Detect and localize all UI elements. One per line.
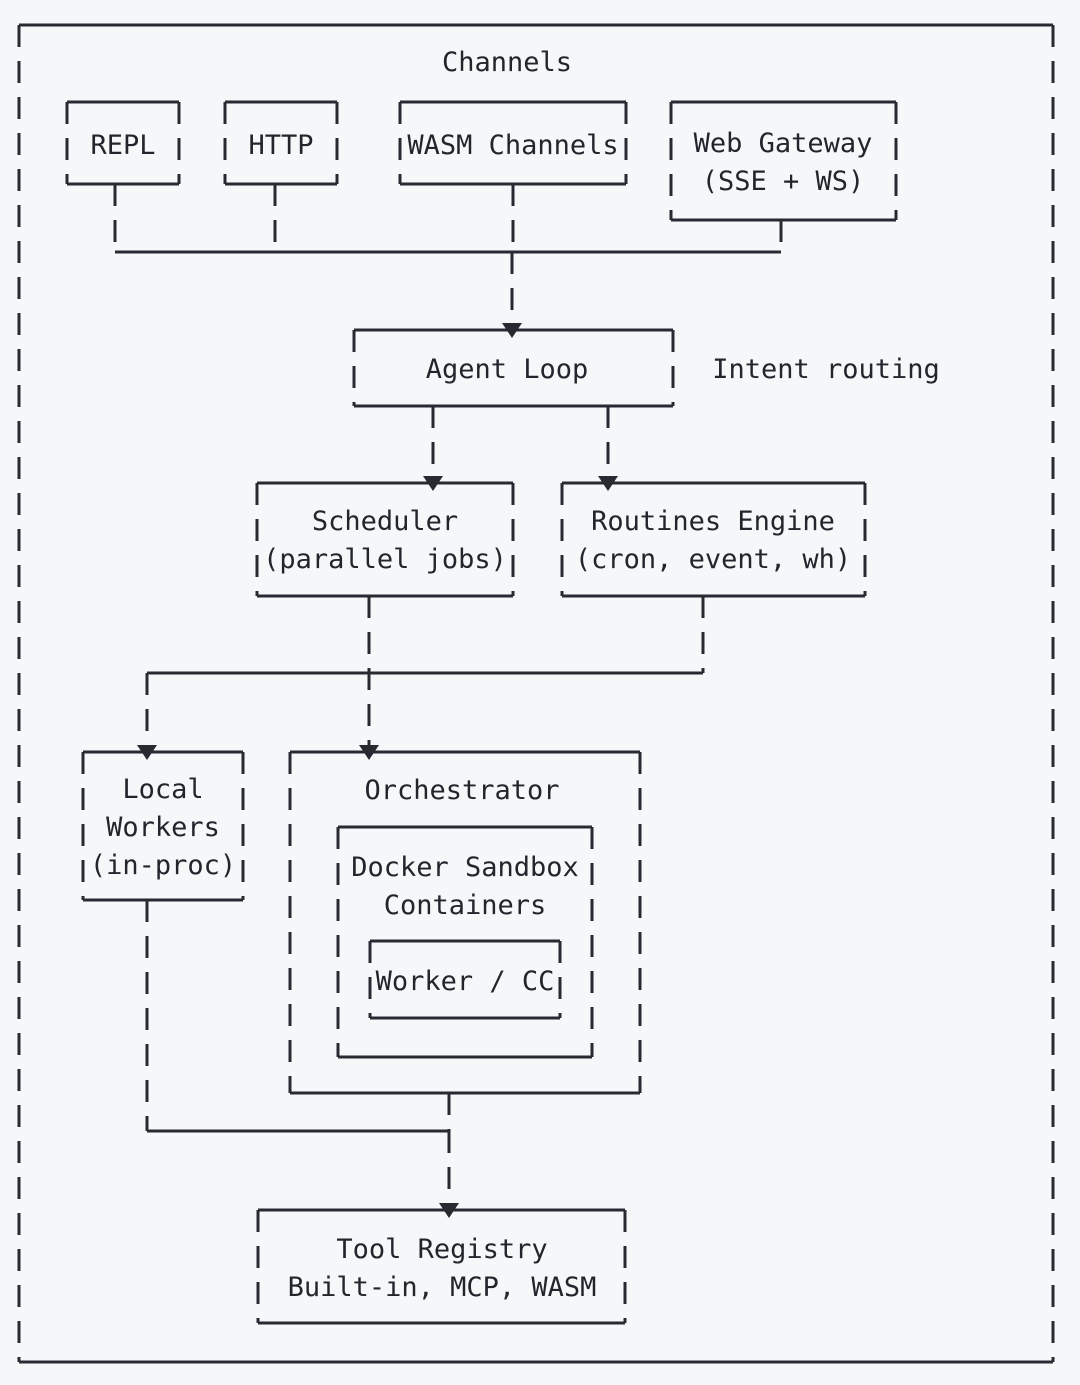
web-gateway-box-border-sides — [669, 102, 898, 220]
tool-registry-box-border-sides — [256, 1210, 627, 1323]
agent-loop-out-connectors — [423, 406, 618, 491]
repl-box-border — [67, 100, 179, 186]
agent-loop-box: Agent Loop — [352, 328, 675, 408]
local-workers-box: Local Workers (in-proc) — [81, 750, 245, 902]
orchestrator-box-border-sides — [288, 752, 642, 1093]
http-box-border — [225, 100, 337, 186]
scheduler-box: Scheduler (parallel jobs) — [255, 481, 515, 598]
docker-sandbox-box: Docker Sandbox Containers — [336, 825, 594, 1059]
routines-engine-label-line1: Routines Engine — [591, 506, 835, 537]
tool-registry-label-line2: Built-in, MCP, WASM — [288, 1272, 597, 1303]
routines-engine-label-line2: (cron, event, wh) — [575, 544, 851, 575]
wasm-channels-box: WASM Channels — [398, 100, 628, 186]
web-gateway-box-border — [671, 100, 896, 222]
worker-cc-box: Worker / CC — [368, 939, 562, 1020]
local-workers-label-line1: Local — [122, 774, 203, 805]
tool-registry-box: Tool Registry Built-in, MCP, WASM — [256, 1208, 627, 1325]
routines-engine-box-border-sides — [560, 483, 867, 596]
diagram-title: Channels — [442, 47, 572, 78]
outer-boundary-horizontals — [19, 23, 1053, 1364]
web-gateway-label-line2: (SSE + WS) — [702, 166, 865, 197]
scheduler-label-line1: Scheduler — [312, 506, 458, 537]
local-workers-label-line3: (in-proc) — [90, 850, 236, 881]
outer-boundary-verticals — [17, 25, 1055, 1362]
scheduler-box-border-sides — [255, 483, 515, 596]
wasm-channels-label: WASM Channels — [407, 130, 618, 161]
local-workers-box-border — [83, 750, 243, 902]
intent-routing-annotation: Intent routing — [712, 354, 940, 385]
docker-sandbox-box-border-sides — [336, 827, 594, 1057]
web-gateway-box: Web Gateway (SSE + WS) — [669, 100, 898, 222]
http-box: HTTP — [223, 100, 339, 186]
routines-engine-box: Routines Engine (cron, event, wh) — [560, 481, 867, 598]
worker-cc-label: Worker / CC — [376, 966, 555, 997]
agent-loop-label: Agent Loop — [426, 354, 589, 385]
orchestrator-box-border — [290, 750, 640, 1095]
orchestrator-box: Orchestrator — [288, 750, 642, 1095]
orchestrator-label: Orchestrator — [364, 775, 559, 806]
worker-cc-box-border-sides — [368, 941, 562, 1018]
docker-sandbox-label-line1: Docker Sandbox — [351, 852, 579, 883]
http-label: HTTP — [248, 130, 313, 161]
local-workers-label-line2: Workers — [106, 812, 220, 843]
agent-loop-box-border — [354, 328, 673, 408]
web-gateway-label-line1: Web Gateway — [694, 128, 873, 159]
channels-to-agent-loop-connectors — [113, 184, 783, 338]
local-workers-box-border-sides — [81, 752, 245, 900]
repl-box-border-sides — [65, 102, 181, 184]
mid-junction-connectors — [137, 596, 705, 760]
worker-cc-box-border — [370, 939, 560, 1020]
tool-registry-connectors — [145, 900, 459, 1218]
routines-engine-box-border — [562, 481, 865, 598]
tool-registry-box-border — [258, 1208, 625, 1325]
docker-sandbox-box-border — [338, 825, 592, 1059]
repl-label: REPL — [90, 130, 155, 161]
scheduler-label-line2: (parallel jobs) — [263, 544, 507, 575]
scheduler-box-border — [257, 481, 513, 598]
tool-registry-label-line1: Tool Registry — [336, 1234, 547, 1265]
http-box-border-sides — [223, 102, 339, 184]
agent-loop-box-border-sides — [352, 330, 675, 406]
repl-box: REPL — [65, 100, 181, 186]
docker-sandbox-label-line2: Containers — [384, 890, 547, 921]
outer-boundary-box: Channels — [17, 23, 1055, 1364]
wasm-channels-box-border-sides — [398, 102, 628, 184]
